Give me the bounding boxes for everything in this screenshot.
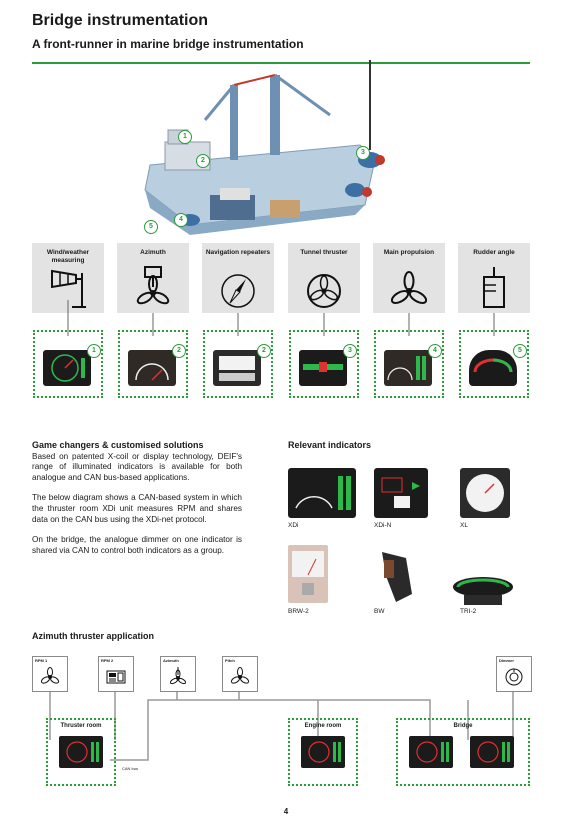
rudder-indicator: [469, 350, 517, 386]
analogue-gauge: [128, 350, 176, 386]
ship-illustration: 1 2 3 4 5: [130, 60, 390, 250]
solutions-paragraph-1: Based on patented X-coil or display tech…: [32, 451, 242, 482]
azimuth-application-title: Azimuth thruster application: [32, 631, 155, 641]
indicator-box-1: 1: [33, 330, 103, 398]
bridge-box: Bridge: [396, 718, 530, 786]
indicator-badge-3: 2: [257, 344, 271, 358]
digital-panel-icon: [106, 670, 126, 684]
solutions-heading: Game changers & customised solutions: [32, 440, 204, 450]
propulsion-gauge: [384, 350, 432, 386]
azimuth-propeller-icon: [169, 667, 187, 685]
sensor-rpm2: RPM 2: [98, 656, 134, 692]
category-propulsion: Main propulsion: [373, 243, 445, 313]
indicator-box-6: 5: [459, 330, 529, 398]
product-tri2-image: [450, 575, 516, 607]
bridge-display-2: [470, 736, 514, 768]
propeller-icon: [391, 271, 427, 304]
solutions-paragraph-2: The below diagram shows a CAN-based syst…: [32, 493, 242, 524]
indicator-box-5: 4: [374, 330, 444, 398]
indicator-box-2: 2: [118, 330, 188, 398]
wind-vane-icon: [51, 269, 86, 308]
relevant-indicators-title: Relevant indicators: [288, 440, 372, 450]
repeater-display: [213, 350, 261, 386]
category-rudder: Rudder angle: [458, 243, 530, 313]
product-xdin-image: [374, 468, 428, 518]
product-xdin-label: XDi-N: [374, 522, 392, 529]
product-xdi-image: [288, 468, 356, 518]
propeller-icon: [40, 667, 60, 684]
thruster-display: [299, 350, 347, 386]
engine-room-display: [301, 736, 345, 768]
product-brw2-image: [288, 545, 328, 603]
dimmer-knob-icon: [505, 668, 523, 686]
solutions-text: Game changers & customised solutions Bas…: [32, 440, 242, 566]
sensor-azimuth: Azimuth: [160, 656, 196, 692]
xdi-display: [43, 350, 91, 386]
product-bw-label: BW: [374, 608, 385, 615]
header-divider: [32, 62, 530, 64]
tunnel-thruster-icon: [307, 274, 341, 308]
ship-badge-4: 4: [174, 213, 188, 227]
ship-badge-1: 1: [178, 130, 192, 144]
category-azimuth: Azimuth: [117, 243, 189, 313]
category-tunnel: Tunnel thruster: [288, 243, 360, 313]
compass-icon: [221, 274, 255, 308]
propeller-icon: [230, 667, 250, 684]
product-tri2-label: TRI-2: [460, 608, 477, 615]
product-xdi-label: XDi: [288, 522, 299, 529]
engine-room-box: Engine room: [288, 718, 358, 786]
ship-badge-2: 2: [196, 154, 210, 168]
ship-badge-5: 5: [144, 220, 158, 234]
ship-badge-3: 3: [356, 146, 370, 160]
product-bw-image: [376, 546, 422, 604]
azimuth-propeller-icon: [136, 266, 170, 305]
indicator-badge-1: 1: [87, 344, 101, 358]
sensor-rpm1: RPM 1: [32, 656, 68, 692]
sensor-dimmer: Dimmer: [496, 656, 532, 692]
thruster-room-box: Thruster room: [46, 718, 116, 786]
indicator-box-3: 2: [203, 330, 273, 398]
can-bus-lines: [49, 690, 514, 761]
indicator-badge-4: 3: [343, 344, 357, 358]
category-navigation: Navigation repeaters: [202, 243, 274, 313]
product-brw2-label: BRW-2: [288, 608, 309, 615]
solutions-paragraph-3: On the bridge, the analogue dimmer on on…: [32, 535, 242, 555]
rudder-icon: [483, 267, 505, 308]
sensor-pitch: Pitch: [222, 656, 258, 692]
indicator-badge-2: 2: [172, 344, 186, 358]
can-bus-label: CAN bus: [122, 766, 139, 771]
indicator-box-4: 3: [289, 330, 359, 398]
thruster-room-display: [59, 736, 103, 768]
indicator-badge-6: 5: [513, 344, 527, 358]
product-xl-label: XL: [460, 522, 468, 529]
page-subtitle: A front-runner in marine bridge instrume…: [32, 37, 304, 51]
page-number: 4: [283, 807, 289, 816]
bridge-display-1: [409, 736, 453, 768]
product-xl-image: [460, 468, 510, 518]
page-title: Bridge instrumentation: [32, 12, 209, 29]
indicator-badge-5: 4: [428, 344, 442, 358]
